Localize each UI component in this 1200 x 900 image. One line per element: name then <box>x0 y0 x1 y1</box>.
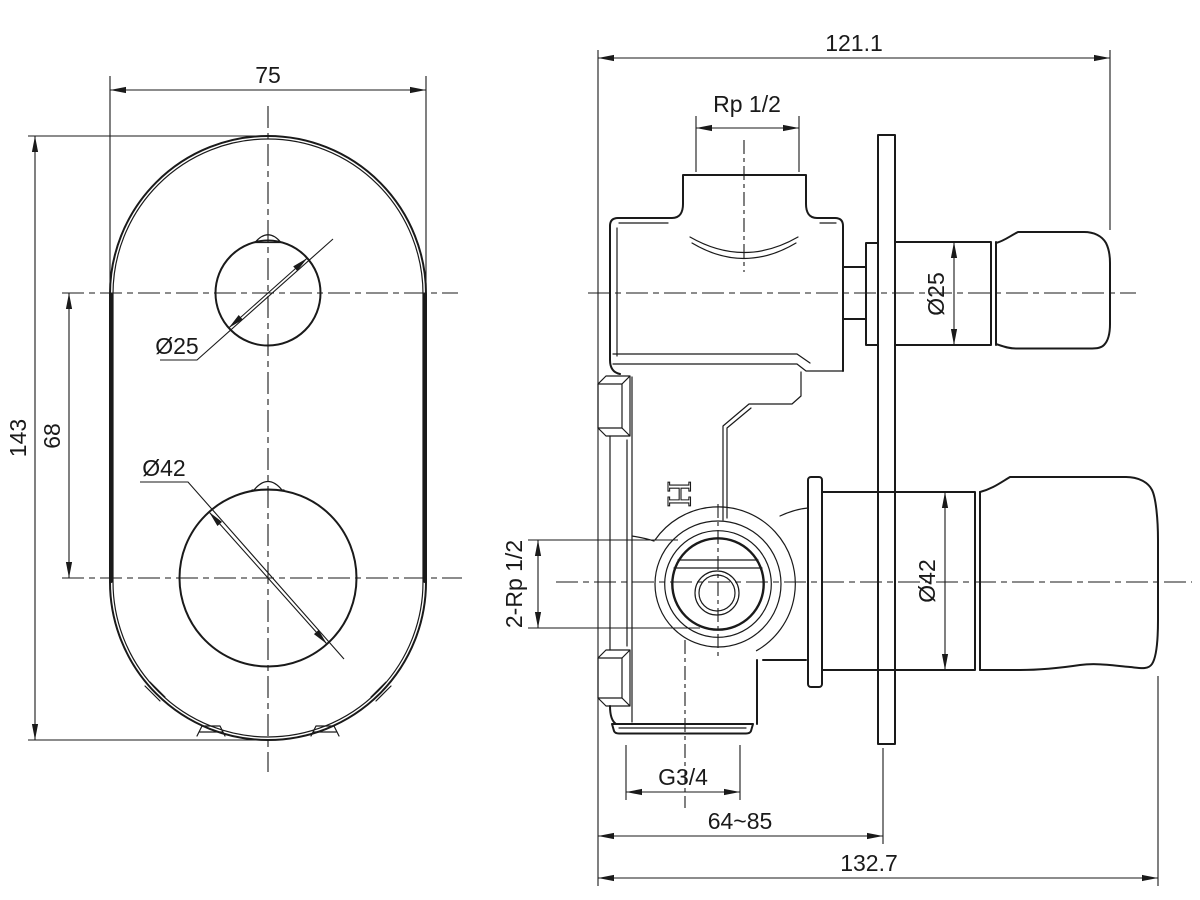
boss-hole-inner <box>698 574 736 612</box>
dim-install-depth: 64~85 <box>598 748 884 844</box>
dim-small-knob-arrow1 <box>228 292 269 329</box>
faceplate-outline-inner <box>112 138 424 738</box>
dim-small-knob-label: Ø25 <box>155 333 198 359</box>
dim-small-knob-leader <box>160 238 334 361</box>
boss-hole-outer <box>694 570 740 616</box>
clip-lower-bevels <box>597 649 631 707</box>
dim-overall-depth: 132.7 <box>598 676 1159 886</box>
dim-side-ports-label: 2-Rp 1/2 <box>501 540 527 628</box>
body-flange-slab <box>807 476 823 688</box>
port-saddle-curves <box>689 236 799 259</box>
clip-lower-face <box>597 657 623 699</box>
upper-knob-profile <box>995 231 1111 350</box>
lower-cylinder <box>821 491 981 671</box>
dim-install-depth-label: 64~85 <box>708 808 773 834</box>
small-knob-pointer <box>252 234 284 244</box>
body-left-edge <box>609 225 621 375</box>
mounting-clip-upper <box>597 375 631 437</box>
clip-bottom-right <box>310 725 340 737</box>
dim-front-height: 143 <box>5 135 266 741</box>
clip-upper-bevels <box>597 375 631 437</box>
internal-step-ledge <box>722 371 802 521</box>
small-knob-circle <box>214 239 322 347</box>
wall-plate <box>877 134 896 745</box>
dim-side-width-label: 121.1 <box>825 30 883 56</box>
dim-knob-spacing-label: 68 <box>39 423 65 449</box>
body-lower-right-edge <box>756 659 807 725</box>
body-rail-lines <box>609 376 633 723</box>
dim-side-small-knob: Ø25 <box>923 242 958 345</box>
dim-bottom-port: G3/4 <box>625 745 741 800</box>
hot-marking: H <box>660 480 696 507</box>
clip-arc-left <box>144 681 166 702</box>
dim-small-knob-arrow2 <box>267 257 308 294</box>
dim-front-width-extensions <box>109 76 427 298</box>
lower-knob-profile <box>979 476 1159 671</box>
dim-large-knob-leader <box>140 481 345 660</box>
dim-overall-depth-label: 132.7 <box>840 850 898 876</box>
side-view: H 121.1 Rp 1/2 Ø25 <box>501 30 1192 886</box>
dim-side-large-knob-label: Ø42 <box>914 559 940 602</box>
mounting-clip-lower <box>597 649 631 707</box>
boss-circle-mid <box>664 530 772 638</box>
upper-cylinder <box>894 241 997 346</box>
body-lower-left-edge <box>609 705 617 725</box>
dim-top-port: Rp 1/2 <box>695 91 800 172</box>
body-top-outline <box>609 174 844 372</box>
clamp-band <box>612 353 844 372</box>
lower-knob-assembly <box>821 476 1159 671</box>
upper-knob-assembly <box>842 231 1111 350</box>
clip-bottom-left <box>196 725 226 737</box>
dim-side-large-knob: Ø42 <box>914 492 949 670</box>
side-port-boss <box>631 506 796 652</box>
dim-side-width: 121.1 <box>597 30 1111 886</box>
dim-front-height-label: 143 <box>5 419 31 457</box>
dim-knob-spacing: 68 <box>39 293 73 578</box>
dim-front-width-label: 75 <box>255 62 281 88</box>
dim-bottom-port-label: G3/4 <box>658 764 708 790</box>
dim-small-knob: Ø25 <box>155 238 334 361</box>
faceplate-outline-outer <box>109 135 427 741</box>
clip-upper-face <box>597 383 623 429</box>
dim-top-port-extensions <box>695 116 800 172</box>
dim-large-knob: Ø42 <box>140 455 345 660</box>
boss-bore-circle <box>671 537 765 631</box>
dim-large-knob-arrow1 <box>208 511 269 579</box>
dim-front-width: 75 <box>109 62 427 298</box>
dim-large-knob-label: Ø42 <box>142 455 185 481</box>
valve-body <box>597 174 844 735</box>
dim-side-ports: 2-Rp 1/2 <box>501 539 700 629</box>
faceplate-side-edges <box>110 293 426 583</box>
dim-top-port-label: Rp 1/2 <box>713 91 781 117</box>
boss-blend-arc <box>654 506 796 652</box>
front-view: 75 143 68 Ø25 Ø42 <box>5 62 462 772</box>
dim-large-knob-arrow2 <box>267 577 328 645</box>
clip-arc-right <box>370 681 392 702</box>
dim-side-small-knob-label: Ø25 <box>923 272 949 315</box>
large-knob-pointer <box>251 480 285 491</box>
upper-stem <box>842 242 879 346</box>
boss-chord-lines <box>673 559 763 569</box>
slab-connect-line <box>779 507 809 517</box>
bottom-outlet-lip <box>611 723 754 735</box>
dim-side-ports-extensions <box>528 539 700 629</box>
dim-front-height-extensions <box>28 135 266 741</box>
boss-circle-outer <box>654 520 782 648</box>
